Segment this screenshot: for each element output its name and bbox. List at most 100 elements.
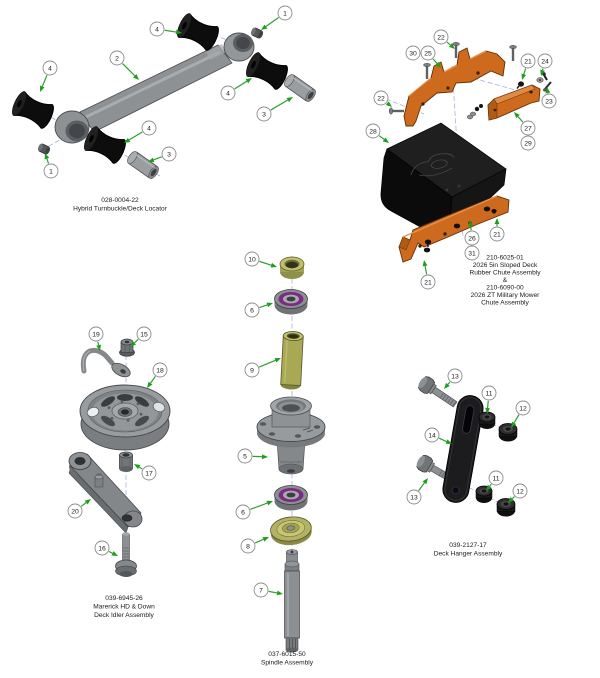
callout-circle <box>365 123 381 139</box>
spindle-housing <box>256 396 326 475</box>
callout-circle <box>424 427 440 443</box>
callout-arrowhead <box>175 29 182 35</box>
callout-circle <box>537 53 553 69</box>
callout-arrow-line <box>128 131 143 141</box>
callout-arrowhead <box>448 43 455 49</box>
callout-arrowhead <box>485 407 490 414</box>
callout-circle <box>235 504 251 520</box>
washer-and-screw <box>536 72 548 83</box>
bearing-race-ring <box>279 256 305 279</box>
callout-arrow-line <box>523 68 527 75</box>
callout-circle <box>405 45 421 61</box>
callout-30: 30 <box>405 45 421 61</box>
callout-12: 12 <box>508 483 528 503</box>
callout-arrow-line <box>270 99 289 111</box>
callout-21: 21 <box>420 260 436 290</box>
screw <box>509 45 517 61</box>
callout-number: 25 <box>424 50 432 57</box>
screw <box>543 81 552 92</box>
callout-number: 21 <box>524 58 532 65</box>
callout-arrow-line <box>432 58 438 64</box>
callout-arrow-line <box>138 466 143 470</box>
turnbuckle-tube <box>54 32 255 144</box>
assembly-label-line: Deck Hanger Assembly <box>434 551 503 558</box>
rear-chute-bracket <box>487 84 541 121</box>
assembly-label-line: & <box>503 277 508 284</box>
callout-arrowhead <box>148 157 155 163</box>
callout-10: 10 <box>244 251 277 268</box>
callout-number: 1 <box>49 168 53 175</box>
callout-number: 21 <box>493 231 501 238</box>
callout-number: 4 <box>48 65 52 72</box>
callout-number: 16 <box>98 545 106 552</box>
spacer-sleeve <box>127 151 159 179</box>
chute-screws <box>388 42 552 253</box>
slinger-washer <box>270 516 312 546</box>
callout-4: 4 <box>149 21 182 37</box>
callout-1: 1 <box>261 5 293 30</box>
callout-4: 4 <box>124 120 157 143</box>
callout-arrow-line <box>418 482 425 492</box>
callout-circle <box>67 503 83 519</box>
callout-4: 4 <box>220 78 252 101</box>
callout-6: 6 <box>244 302 273 318</box>
callout-circle <box>136 326 152 342</box>
callout-number: 3 <box>167 151 171 158</box>
callout-6: 6 <box>235 500 273 520</box>
callout-3: 3 <box>148 146 177 163</box>
callout-arrow-line <box>265 17 279 28</box>
callout-14: 14 <box>424 427 452 444</box>
callout-number: 21 <box>424 279 432 286</box>
callout-28: 28 <box>365 123 389 143</box>
callout-arrowhead <box>422 260 428 267</box>
callout-arrow-line <box>153 156 162 161</box>
callout-arrowhead <box>111 551 118 556</box>
hanger-nut <box>498 423 518 442</box>
callout-circle <box>220 85 236 101</box>
callout-circle <box>256 106 272 122</box>
callout-number: 18 <box>156 367 164 374</box>
callout-13: 13 <box>444 368 463 389</box>
callout-number: 17 <box>145 470 153 477</box>
flange-screws <box>466 104 483 120</box>
callout-arrow-line <box>41 74 48 87</box>
callout-circle <box>43 163 59 179</box>
assembly-hybrid-turnbuckle <box>12 13 316 179</box>
callout-circle <box>406 489 422 505</box>
callout-circle <box>237 448 253 464</box>
idler-pulley <box>79 384 171 451</box>
callout-circle <box>481 385 497 401</box>
callout-circle <box>240 538 256 554</box>
callout-number: 5 <box>243 453 247 460</box>
callout-number: 24 <box>541 58 549 65</box>
callout-circle <box>94 540 110 556</box>
callout-13: 13 <box>406 478 428 505</box>
callout-1: 1 <box>43 153 59 179</box>
callout-circle <box>141 465 157 481</box>
assembly-label-line: Chute Assembly <box>481 300 529 307</box>
lower-chute-bracket <box>398 195 510 263</box>
callout-arrowhead <box>84 499 91 505</box>
callout-18: 18 <box>147 362 168 388</box>
callout-arrow-line <box>489 483 492 487</box>
callout-arrow-line <box>150 375 156 384</box>
assembly-label-line: Deck Idler Assembly <box>94 612 154 619</box>
callout-arrowhead <box>134 464 141 470</box>
callout-27: 27 <box>514 112 536 136</box>
assembly-chute <box>380 42 552 263</box>
callout-circle <box>253 582 269 598</box>
callout-19: 19 <box>88 326 104 351</box>
callout-31: 31 <box>464 245 480 261</box>
callout-number: 13 <box>451 373 459 380</box>
spindle-bearing-lower <box>274 485 308 511</box>
callout-arrowhead <box>270 262 277 268</box>
callout-arrow-line <box>268 590 278 594</box>
callout-circle <box>433 29 449 45</box>
callout-circle <box>88 326 104 342</box>
callout-circle <box>420 274 436 290</box>
assembly-label-line: 037-6015-50 <box>268 651 306 658</box>
callout-number: 20 <box>71 508 79 515</box>
callout-number: 29 <box>524 140 532 147</box>
idler-spring-link <box>80 347 131 378</box>
